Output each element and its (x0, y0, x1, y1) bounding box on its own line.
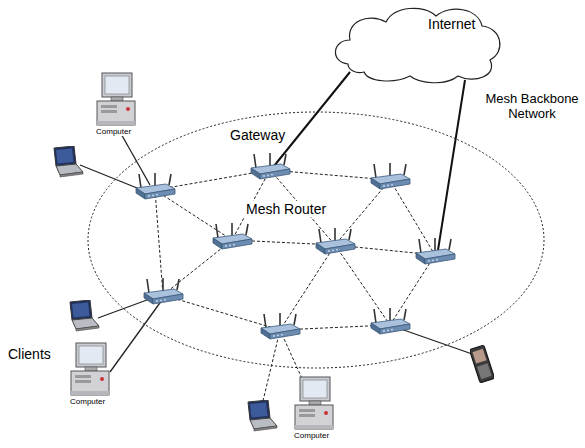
text-label: Gateway (228, 127, 287, 143)
text-label: Mesh Router (244, 201, 328, 217)
internet-links (274, 72, 465, 250)
cloud-node: Internet (328, 2, 508, 86)
mesh-routers (136, 153, 455, 339)
device-caption: Computer (68, 397, 107, 406)
client-devices (54, 73, 495, 431)
mesh-links (155, 170, 435, 405)
client-links (80, 132, 475, 372)
cloud-label: Internet (428, 16, 475, 32)
device-caption: Computer (292, 431, 331, 440)
backbone-region (88, 112, 544, 368)
text-label: Mesh Backbone Network (482, 92, 582, 122)
cloud-outline (328, 2, 508, 86)
text-label: Clients (6, 346, 53, 362)
device-caption: Computer (94, 127, 133, 136)
